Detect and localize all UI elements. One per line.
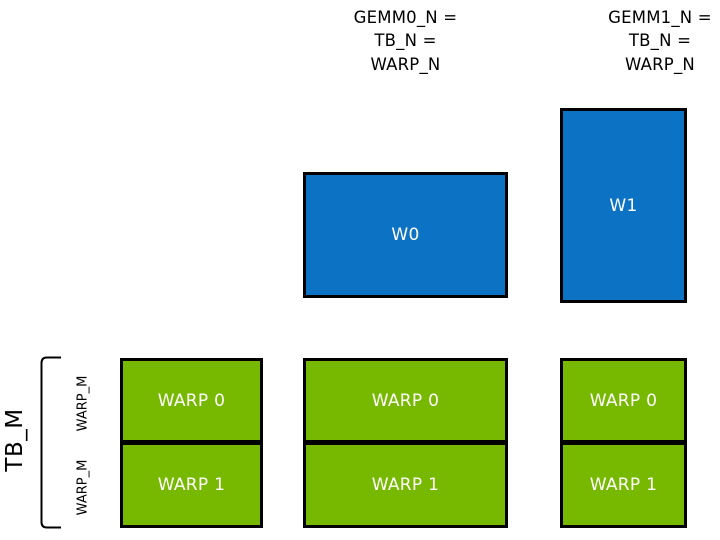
accumulator-tile-w1-label: W1	[609, 195, 638, 216]
warp-tile-label: WARP 1	[371, 475, 440, 495]
warp-tile-label: WARP 1	[589, 475, 658, 495]
warp-tile-label: WARP 0	[589, 390, 658, 411]
axis-label-warp-m-bottom: WARP_M	[75, 459, 91, 516]
accumulator-tile-w0: W0	[303, 172, 508, 298]
accumulator-tile-w0-label: W0	[391, 225, 420, 245]
warp-tile-col2-warp0: WARP 0	[560, 358, 687, 443]
axis-label-warp-m-top: WARP_M	[75, 375, 91, 432]
axis-label-tb-m: TB_M	[2, 408, 28, 472]
column-header-gemm1: GEMM1_N = TB_N = WARP_N	[608, 8, 712, 74]
warp-tile-label: WARP 0	[371, 390, 440, 411]
warp-tile-col1-warp0: WARP 0	[303, 358, 508, 443]
tb-m-brace-icon	[40, 356, 62, 529]
accumulator-tile-w1: W1	[560, 108, 687, 303]
column-header-gemm0: GEMM0_N = TB_N = WARP_N	[353, 8, 458, 74]
warp-tile-label: WARP 1	[157, 475, 226, 495]
warp-tile-col0-warp0: WARP 0	[120, 358, 263, 443]
warp-tile-label: WARP 0	[157, 390, 226, 411]
warp-tile-col2-warp1: WARP 1	[560, 442, 687, 528]
warp-tile-col0-warp1: WARP 1	[120, 442, 263, 528]
warp-tile-col1-warp1: WARP 1	[303, 442, 508, 528]
